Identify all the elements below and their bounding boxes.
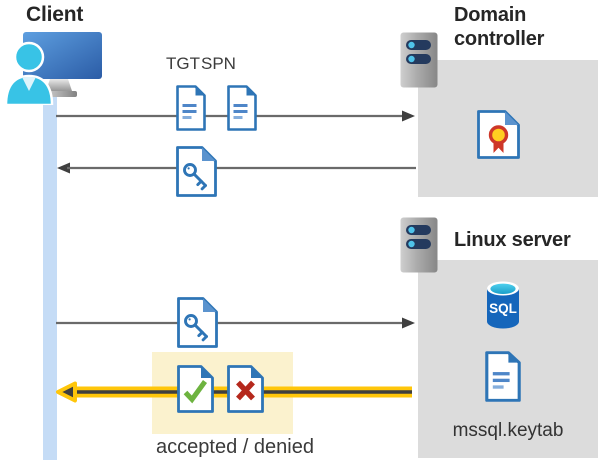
linux-server-label: Linux server — [454, 229, 571, 251]
client-label: Client — [26, 3, 84, 26]
sql-database-icon: SQL — [487, 281, 519, 329]
domain-controller-server-icon — [400, 32, 438, 88]
user-workstation-icon — [5, 32, 102, 105]
keytab-document-icon — [485, 351, 521, 402]
result-label: accepted / denied — [156, 436, 314, 458]
accepted-document-icon — [177, 365, 214, 413]
domain-controller-label: Domain controller — [454, 4, 545, 50]
client-timeline — [43, 95, 57, 460]
denied-document-icon — [227, 365, 264, 413]
client-to-linux-arrow — [56, 317, 415, 329]
sql-icon-text: SQL — [489, 301, 517, 316]
keytab-label: mssql.keytab — [452, 420, 564, 441]
ticket-key-document-icon — [176, 146, 217, 197]
spn-document-icon — [227, 85, 257, 131]
tgt-document-icon — [176, 85, 206, 131]
linux-server-icon — [400, 217, 438, 273]
dc-to-client-arrow — [57, 162, 416, 174]
tgt-label: TGT — [166, 54, 200, 73]
service-key-document-icon — [177, 297, 218, 348]
spn-label: SPN — [201, 54, 236, 73]
certificate-document-icon — [477, 110, 520, 159]
